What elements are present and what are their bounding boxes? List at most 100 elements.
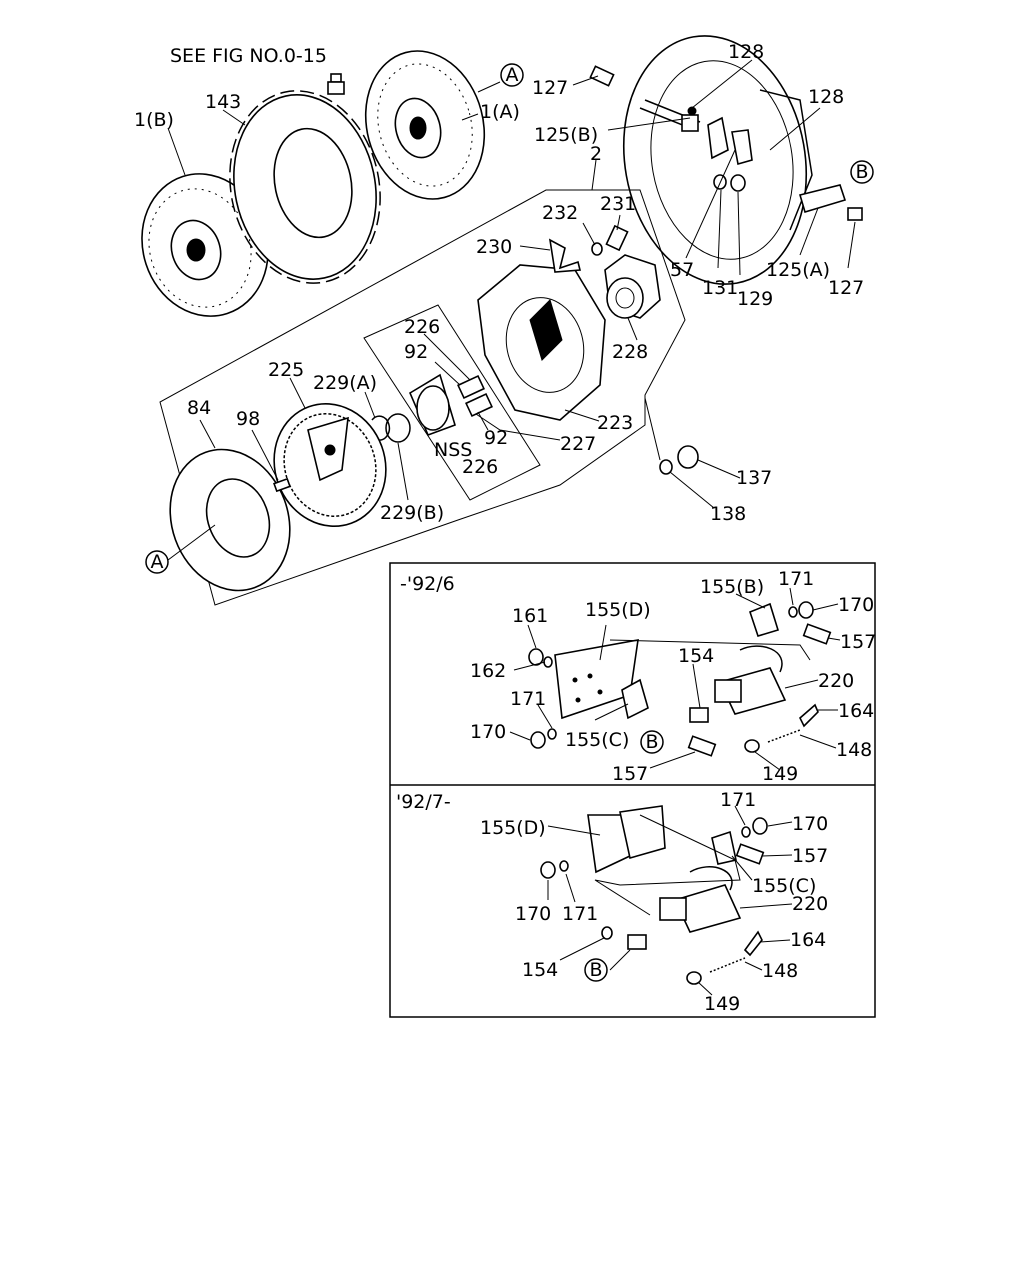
release-bearing-icon xyxy=(408,373,456,437)
label-170-top-early: 170 xyxy=(838,594,874,616)
label-125b: 125(B) xyxy=(534,124,598,146)
label-127-right: 127 xyxy=(828,277,864,299)
washer-162-early-icon xyxy=(543,656,553,668)
bolt-157-bottom-early-icon xyxy=(687,735,717,757)
label-92-bottom: 92 xyxy=(484,427,508,449)
label-228: 228 xyxy=(612,341,648,363)
label-155d-early: 155(D) xyxy=(585,599,651,621)
label-225: 225 xyxy=(268,359,304,381)
label-170-top-late: 170 xyxy=(792,813,828,835)
fitting-late-icon xyxy=(627,934,647,950)
washer-171-left-late-icon xyxy=(559,860,569,872)
label-138: 138 xyxy=(710,503,746,525)
nut-170-top-late-icon xyxy=(752,817,768,835)
callout-a-top: A xyxy=(500,63,524,87)
label-171-top-early: 171 xyxy=(778,568,814,590)
label-155c-early: 155(C) xyxy=(565,729,629,751)
nut-161-early-icon xyxy=(528,648,544,666)
pin-149-late-icon xyxy=(686,971,702,985)
clip-164-late-icon xyxy=(743,930,763,957)
leader-lines-main xyxy=(167,59,856,561)
label-230: 230 xyxy=(476,236,512,258)
label-231: 231 xyxy=(600,193,636,215)
label-155c-late: 155(C) xyxy=(752,875,816,897)
svg-text:B: B xyxy=(645,731,658,753)
svg-text:B: B xyxy=(855,161,868,183)
reference-bolt-icon xyxy=(327,73,345,95)
springs-92-icon xyxy=(457,374,493,418)
label-98: 98 xyxy=(236,408,260,430)
fitting-127-top-icon xyxy=(589,65,615,87)
label-220-early: 220 xyxy=(818,670,854,692)
label-220-late: 220 xyxy=(792,893,828,915)
clutch-disc-1a-icon xyxy=(364,50,486,200)
label-162-early: 162 xyxy=(470,660,506,682)
label-170-left-late: 170 xyxy=(515,903,551,925)
clip-164-early-icon xyxy=(799,703,819,728)
nut-170-left-late-icon xyxy=(540,861,556,879)
label-154-late: 154 xyxy=(522,959,558,981)
svg-text:A: A xyxy=(151,551,164,573)
bracket-155d-late-icon xyxy=(587,805,666,874)
label-223: 223 xyxy=(597,412,633,434)
label-161-early: 161 xyxy=(512,605,548,627)
grease-nipple-128-icon xyxy=(687,106,697,116)
air-cylinder-220-late-icon xyxy=(659,866,742,933)
label-226-top: 226 xyxy=(404,316,440,338)
friction-disc-84-icon xyxy=(169,448,291,592)
label-125a: 125(A) xyxy=(766,259,830,281)
label-171-left-late: 171 xyxy=(562,903,598,925)
air-cylinder-220-early-icon xyxy=(714,645,787,715)
label-1b: 1(B) xyxy=(134,109,174,131)
label-2: 2 xyxy=(590,143,602,165)
callout-b-top: B xyxy=(850,160,874,184)
label-227: 227 xyxy=(560,433,596,455)
nut-170-top-early-icon xyxy=(798,601,814,619)
callout-a-bottom: A xyxy=(145,550,169,574)
label-149-early: 149 xyxy=(762,763,798,785)
clutch-disc-1b-icon xyxy=(141,173,269,317)
bolt-157-right-early-icon xyxy=(802,623,832,645)
label-157-bottom-early: 157 xyxy=(612,763,648,785)
label-155b-early: 155(B) xyxy=(700,576,764,598)
bracket-155b-early-icon xyxy=(749,602,780,637)
label-128-right: 128 xyxy=(808,86,844,108)
bearing-housing-228-icon xyxy=(604,254,661,319)
diaphragm-plate-225-icon xyxy=(273,402,387,528)
label-171-top-late: 171 xyxy=(720,789,756,811)
label-226-bottom: 226 xyxy=(462,456,498,478)
label-92-top: 92 xyxy=(404,341,428,363)
washer-171-top-early-icon xyxy=(788,606,798,618)
release-group-outline xyxy=(363,304,541,501)
section-label-early: -'92/6 xyxy=(400,573,455,595)
inset-box xyxy=(389,562,876,1018)
clutch-cover-223-icon xyxy=(477,264,606,421)
bracket-155c-early-icon xyxy=(621,678,649,720)
section-label-late: '92/7- xyxy=(396,791,451,813)
label-164-early: 164 xyxy=(838,700,874,722)
spring-148-late-icon xyxy=(709,957,746,973)
label-164-late: 164 xyxy=(790,929,826,951)
label-1a: 1(A) xyxy=(480,101,520,123)
svg-text:A: A xyxy=(506,64,519,86)
label-229b: 229(B) xyxy=(380,502,444,524)
label-157-right-early: 157 xyxy=(840,631,876,653)
label-127-top: 127 xyxy=(532,77,568,99)
assembly-line-early xyxy=(609,639,811,661)
label-148-late: 148 xyxy=(762,960,798,982)
leader-lines-late xyxy=(547,805,793,996)
nut-137-icon xyxy=(677,445,699,469)
bolt-157-late-icon xyxy=(735,843,765,865)
bolt-231-icon xyxy=(605,224,629,252)
pin-149-early-icon xyxy=(744,739,760,753)
callout-b-early: B xyxy=(640,730,664,754)
assembly-line-late xyxy=(594,814,741,916)
nut-129-icon xyxy=(730,174,746,192)
flywheel-housing-icon xyxy=(622,35,813,285)
release-fork-57-icon xyxy=(707,116,753,166)
reference-note: SEE FIG NO.0-15 xyxy=(170,45,327,67)
bracket-155c-late-icon xyxy=(711,830,737,865)
label-57: 57 xyxy=(670,259,694,281)
label-232: 232 xyxy=(542,202,578,224)
